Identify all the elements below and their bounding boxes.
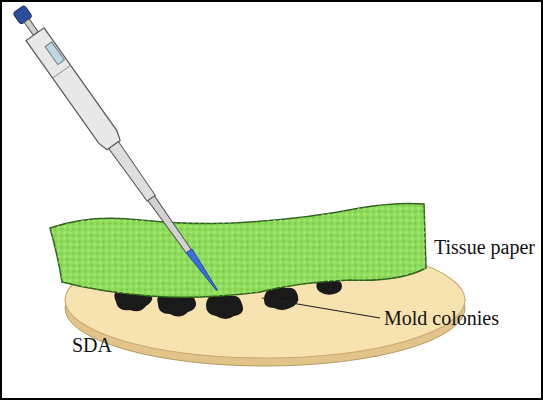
part-label: Mold colonies (384, 307, 499, 329)
tissue-texture (50, 204, 426, 298)
pipette (9, 3, 226, 296)
part-label: Tissue paper (434, 236, 535, 258)
part-label: SDA (72, 334, 112, 356)
tissue-paper (50, 204, 426, 298)
leader-line (262, 298, 380, 318)
